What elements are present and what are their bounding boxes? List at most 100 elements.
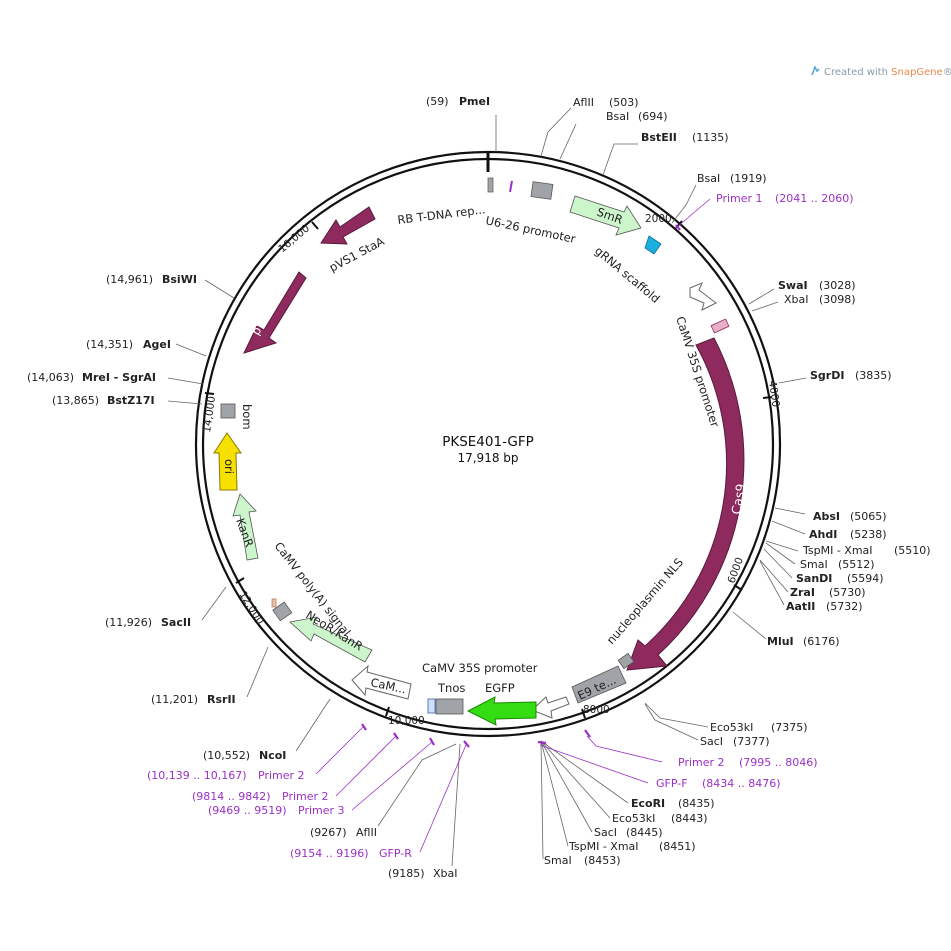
leader-primer2-a — [315, 725, 365, 775]
leader-smai — [765, 542, 796, 565]
site-pos-sacii: (11,926) — [105, 616, 152, 629]
gfp-r-range: (9154 .. 9196) — [290, 847, 369, 860]
leader-bstz17i — [167, 400, 203, 405]
leader-ncoi — [295, 698, 331, 752]
primer-leader-lines — [315, 198, 711, 853]
site-name-aatii: AatII — [786, 600, 815, 613]
tick-mark — [235, 577, 245, 584]
site-name-eco53ki-8443: Eco53kI — [612, 812, 655, 825]
leader-bsteii — [602, 143, 638, 176]
site-name-mlui: MluI — [767, 635, 794, 648]
gfp-f-mark — [537, 740, 547, 745]
site-name-xbai-9185: XbaI — [433, 867, 458, 880]
leader-aflii — [540, 107, 572, 157]
leader-absi — [774, 507, 806, 515]
leader-sacii — [201, 586, 227, 621]
site-name-saci-8445: SacI — [594, 826, 617, 839]
site-pos-xbai-9185: (9185) — [388, 867, 425, 880]
tnos-small-mark — [427, 698, 436, 714]
tick-mark — [204, 392, 215, 395]
leader-zrai — [759, 559, 789, 593]
site-pos-eco53ki-8443: (8443) — [671, 812, 708, 825]
plasmid-length: 17,918 bp — [457, 451, 518, 465]
cas9-start-mark — [710, 318, 730, 334]
u6-promoter-label: U6-26 promoter — [484, 213, 577, 246]
primer1-name: Primer 1 — [716, 192, 763, 205]
camv35s-bottom-feature — [531, 696, 570, 719]
egfp-feature — [466, 696, 537, 726]
site-name-mrei: MreI - SgrAI — [82, 371, 156, 384]
gfp-f-range: (8434 .. 8476) — [702, 777, 781, 790]
primer-labels: Primer 1 (2041 .. 2060) Primer 2 (7995 .… — [147, 192, 854, 860]
leader-primer1 — [675, 198, 711, 229]
nls-feature — [617, 652, 635, 670]
site-pos-xbai-3098: (3098) — [819, 293, 856, 306]
gfp-r-name: GFP-R — [379, 847, 412, 860]
ori-feature — [213, 432, 242, 491]
site-pos-ecori: (8435) — [678, 797, 715, 810]
primer3-range: (9469 .. 9519) — [208, 804, 287, 817]
leader-ahdi — [771, 520, 806, 535]
leader-gfp-r — [419, 744, 467, 853]
gfp-f-name: GFP-F — [656, 777, 688, 790]
site-pos-bsai-1919: (1919) — [730, 172, 767, 185]
grna-scaffold-feature — [644, 235, 662, 255]
leader-saci-8445 — [540, 740, 593, 833]
leader-sgrdi — [778, 377, 807, 384]
primer1-mark — [675, 224, 681, 231]
primer2-right-mark — [584, 729, 591, 738]
site-name-xbai-3098: XbaI — [784, 293, 809, 306]
leader-rsrii — [246, 646, 269, 698]
primer2-a-name: Primer 2 — [258, 769, 305, 782]
site-pos-absi: (5065) — [850, 510, 887, 523]
primer2-a-range: (10,139 .. 10,167) — [147, 769, 247, 782]
site-name-smai-5512: SmaI — [800, 558, 828, 571]
tick-mark — [762, 396, 773, 399]
leader-bsai-1919 — [671, 184, 697, 224]
tnos-label: Tnos — [437, 681, 465, 695]
site-name-sacii: SacII — [161, 616, 191, 629]
camv35s-top-feature — [689, 282, 717, 311]
site-name-aflii-503: AflII — [573, 96, 594, 109]
site-name-sandi: SanDI — [796, 572, 832, 585]
tnos-feature — [435, 698, 464, 715]
site-name-rsrii: RsrII — [207, 693, 236, 706]
site-pos-aflii-503: (503) — [609, 96, 639, 109]
site-pos-sandi: (5594) — [847, 572, 884, 585]
primer2-b-mark — [393, 732, 399, 740]
watermark-brand: SnapGene — [891, 67, 943, 78]
site-pos-zrai: (5730) — [829, 586, 866, 599]
snapgene-logo-icon — [811, 66, 820, 76]
site-pos-saci-7377: (7377) — [733, 735, 770, 748]
site-pos-mrei: (14,063) — [27, 371, 74, 384]
primer2-b-name: Primer 2 — [282, 790, 329, 803]
site-pos-swai: (3028) — [819, 279, 856, 292]
egfp-label: EGFP — [485, 681, 515, 695]
watermark-mark: ® — [942, 67, 951, 78]
site-pos-tspmi-5510: (5510) — [894, 544, 931, 557]
site-name-pmei: PmeI — [459, 95, 490, 108]
primer-marks — [361, 224, 681, 748]
primer2-b-range: (9814 .. 9842) — [192, 790, 271, 803]
site-name-ncoi: NcoI — [259, 749, 286, 762]
leader-sandi — [763, 548, 793, 579]
leader-bsai — [559, 123, 577, 160]
site-name-eco53ki-7375: Eco53kI — [710, 721, 753, 734]
smr-feature — [569, 195, 642, 236]
site-pos-mlui: (6176) — [803, 635, 840, 648]
tick-mark — [311, 221, 319, 230]
leader-gfp-f — [539, 744, 649, 784]
neor-kanr-feature — [289, 616, 373, 663]
leader-agei — [175, 343, 207, 357]
bom-feature — [220, 403, 236, 419]
site-name-zrai: ZraI — [790, 586, 815, 599]
site-pos-rsrii: (11,201) — [151, 693, 198, 706]
snapgene-watermark: Created with SnapGene® — [810, 66, 951, 78]
site-pos-smai-5512: (5512) — [838, 558, 875, 571]
tick-label-2000: 2000 — [645, 213, 672, 225]
tick-label-4000: 4000 — [766, 380, 782, 408]
camv-short-feature — [351, 664, 412, 700]
pvs1-repa-feature — [243, 271, 307, 354]
tick-mark — [385, 706, 390, 717]
leader-smai-8453 — [540, 740, 544, 860]
